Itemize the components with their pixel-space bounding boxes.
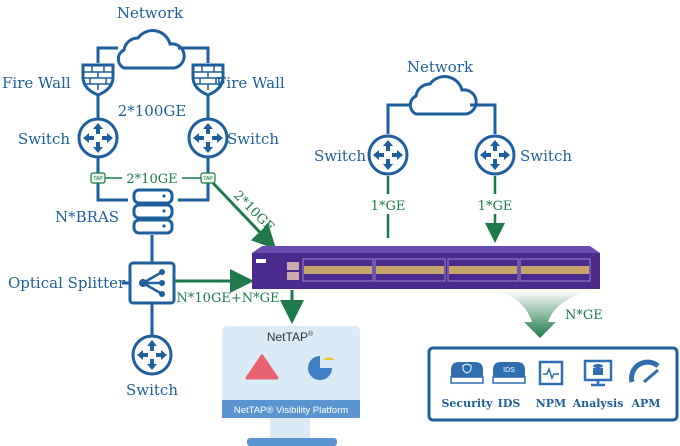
switch-left-label: Switch bbox=[18, 130, 70, 148]
right-cloud-links bbox=[386, 103, 497, 134]
optical-splitter-icon bbox=[128, 261, 176, 305]
firewall-left-icon bbox=[81, 63, 115, 97]
tool-label-security: Security bbox=[441, 397, 493, 410]
splitter-link-label: N*10GE+N*GE bbox=[177, 291, 280, 306]
switch-right-label: Switch bbox=[227, 130, 279, 148]
tool-label-npm: NPM bbox=[536, 397, 567, 410]
svg-text:TAP: TAP bbox=[203, 176, 213, 182]
switch-bras-links bbox=[96, 158, 210, 202]
visibility-platform-monitor bbox=[222, 326, 360, 446]
svg-text:TAP: TAP bbox=[93, 176, 103, 182]
switch-right-icon bbox=[187, 117, 229, 159]
link-10ge-label: 2*10GE bbox=[126, 172, 177, 187]
optical-splitter-label: Optical Splitter bbox=[8, 274, 126, 292]
tool-label-ids: IDS bbox=[498, 397, 521, 410]
tap-right-icon: TAP bbox=[200, 172, 216, 184]
funnel-link-label: N*GE bbox=[565, 308, 603, 323]
left-network-cloud bbox=[116, 29, 186, 70]
ids-appliance-icon: IDS bbox=[492, 362, 526, 384]
tap-left-icon: TAP bbox=[90, 172, 106, 184]
bras-label: N*BRAS bbox=[55, 208, 119, 226]
right-switch-right-label: Switch bbox=[520, 147, 572, 165]
right-gig-arrows bbox=[386, 176, 495, 238]
right-switch-left-label: Switch bbox=[314, 147, 366, 165]
firewall-right-label: Fire Wall bbox=[216, 74, 285, 92]
funnel-arrow bbox=[498, 290, 592, 338]
nettap-device bbox=[252, 246, 600, 289]
pie-chart-icon bbox=[308, 356, 332, 380]
bras-server-icon bbox=[132, 188, 174, 235]
tap-device-arrow bbox=[211, 181, 277, 250]
switch-left-icon bbox=[77, 117, 119, 159]
npm-icon bbox=[538, 360, 564, 386]
triangle-icon bbox=[245, 354, 279, 380]
right-network-cloud bbox=[408, 75, 478, 116]
tool-label-apm: APM bbox=[631, 397, 661, 410]
nettap-brand: NetTAP® bbox=[267, 330, 314, 344]
security-appliance-icon bbox=[450, 362, 484, 384]
diag-link-label: 2*10GE bbox=[230, 188, 277, 235]
tool-label-analysis: Analysis bbox=[572, 397, 624, 410]
right-switch-right-icon bbox=[474, 134, 516, 176]
link-100ge-label: 2*100GE bbox=[118, 102, 187, 120]
firewall-left-label: Fire Wall bbox=[2, 74, 71, 92]
svg-text:IDS: IDS bbox=[503, 367, 515, 374]
left-network-label: Network bbox=[117, 4, 184, 22]
switch-bottom-icon bbox=[131, 334, 173, 376]
firewall-switch-links bbox=[96, 96, 210, 118]
analysis-icon bbox=[583, 359, 613, 387]
right-link-right-label: 1*GE bbox=[478, 199, 513, 214]
right-network-label: Network bbox=[407, 58, 474, 76]
switch-bottom-label: Switch bbox=[126, 381, 178, 399]
platform-label: NetTAP® Visibility Platform bbox=[234, 405, 348, 416]
apm-gauge-icon bbox=[629, 359, 660, 384]
cloud-firewall-links bbox=[96, 46, 210, 63]
right-link-left-label: 1*GE bbox=[371, 199, 406, 214]
right-switch-left-icon bbox=[367, 134, 409, 176]
